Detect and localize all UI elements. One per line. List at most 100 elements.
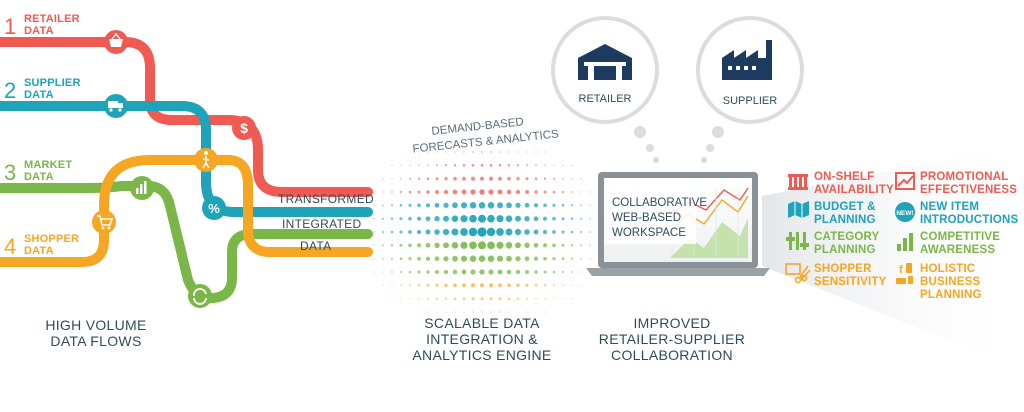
engine-dot (543, 256, 547, 261)
engine-dot (553, 177, 555, 180)
engine-dot (460, 228, 468, 236)
engine-dot (515, 189, 521, 195)
engine-dot (505, 215, 513, 222)
trend-icon (895, 172, 915, 190)
svg-text:NEW!: NEW! (896, 210, 913, 217)
engine-dot (436, 311, 438, 313)
engine-dot (462, 163, 466, 167)
engine-dot (580, 284, 582, 286)
engine-dot (445, 151, 447, 153)
engine-dot (463, 311, 465, 313)
engine-dot (562, 298, 564, 300)
truck-icon (104, 94, 128, 118)
engine-dot (434, 216, 440, 222)
engine-dot (543, 190, 547, 194)
flow-number: 1 (4, 14, 16, 39)
engine-dot (561, 257, 565, 261)
engine-dot (589, 244, 591, 247)
engine-dot (390, 217, 394, 220)
engine-dot (452, 255, 458, 262)
engine-dot (544, 311, 546, 313)
engine-dot (561, 243, 565, 247)
flow-label-line1: SHOPPER (24, 233, 79, 245)
engine-dot (524, 256, 530, 262)
engine-dot (417, 203, 421, 208)
engine-dot (373, 244, 375, 247)
engine-dot (507, 164, 511, 167)
engine-dot (524, 202, 530, 208)
caption-collab: IMPROVED RETAILER-SUPPLIER COLLABORATION (599, 315, 745, 363)
engine-dot (506, 269, 512, 275)
engine-dot (382, 191, 384, 193)
engine-dot (570, 257, 574, 260)
feature-holistic-business-planning: f HOLISTIC BUSINESS PLANNING (896, 263, 981, 301)
engine-dot (434, 242, 440, 248)
engine-dot (391, 178, 393, 180)
engine-dot (373, 217, 375, 220)
engine-dot (526, 311, 528, 313)
engine-dot (400, 164, 402, 166)
engine-dot (462, 176, 466, 181)
bars-icon (897, 233, 913, 251)
engine-dot (571, 191, 573, 193)
engine-dot (570, 204, 574, 207)
engine-dot (427, 297, 429, 300)
engine-dot (561, 217, 565, 221)
engine-dot (435, 270, 439, 274)
engine-dot (516, 283, 520, 287)
engine-dot (552, 243, 556, 248)
new-badge-icon: NEW! (895, 202, 915, 222)
engine-dot (561, 270, 565, 274)
engine-dot (517, 151, 519, 153)
flow-label-line2: DATA (24, 89, 54, 101)
engine-dot (442, 228, 450, 236)
engine-dot (533, 256, 539, 261)
pipeline-label-integrated: INTEGRATED (282, 217, 361, 231)
engine-dot (445, 311, 447, 313)
engine-dot (460, 241, 468, 249)
svg-text:BUSINESS: BUSINESS (920, 276, 981, 288)
analytics-engine-sphere (373, 151, 591, 313)
engine-dot (451, 215, 459, 222)
engine-dot (553, 284, 555, 287)
engine-dot (570, 230, 574, 234)
svg-text:f: f (899, 264, 903, 276)
engine-dot (516, 164, 520, 167)
engine-dot (515, 215, 521, 222)
engine-dot (571, 284, 573, 286)
engine-dot (425, 242, 431, 248)
supplier-bubble-label: SUPPLIER (723, 95, 777, 107)
engine-dot (425, 216, 431, 222)
svg-text:RETAILER-SUPPLIER: RETAILER-SUPPLIER (599, 331, 745, 347)
engine-dot (444, 164, 448, 167)
pipeline-label-transformed: TRANSFORMED (278, 192, 374, 206)
engine-dot (478, 241, 486, 250)
engine-dot (453, 297, 457, 300)
engine-dot (571, 271, 573, 273)
engine-dot (552, 216, 556, 221)
flow-shopper-label: 4 SHOPPER DATA (4, 233, 79, 259)
engine-dot (589, 231, 591, 233)
engine-dot (400, 298, 402, 300)
engine-dot (488, 283, 494, 288)
feature-list: ON-SHELF AVAILABILITY PROMOTIONAL EFFECT… (785, 171, 1018, 301)
engine-dot (480, 297, 484, 301)
engine-dot (534, 190, 538, 194)
engine-dot (391, 271, 393, 273)
engine-dot (453, 176, 457, 181)
engine-dot (417, 256, 421, 261)
engine-dot (515, 242, 521, 249)
engine-dot (553, 298, 555, 300)
engine-dot (443, 242, 449, 249)
engine-dot (487, 255, 495, 262)
engine-dot (453, 164, 457, 167)
engine-dot (373, 204, 375, 206)
svg-text:PLANNING: PLANNING (814, 214, 876, 226)
thought-dots (634, 126, 724, 163)
workspace-title-line1: COLLABORATIVE (612, 197, 707, 209)
engine-dot (453, 283, 457, 288)
engine-dot (425, 229, 431, 235)
engine-dot (472, 151, 474, 153)
chart-icon (130, 176, 154, 200)
engine-dot (580, 257, 582, 260)
